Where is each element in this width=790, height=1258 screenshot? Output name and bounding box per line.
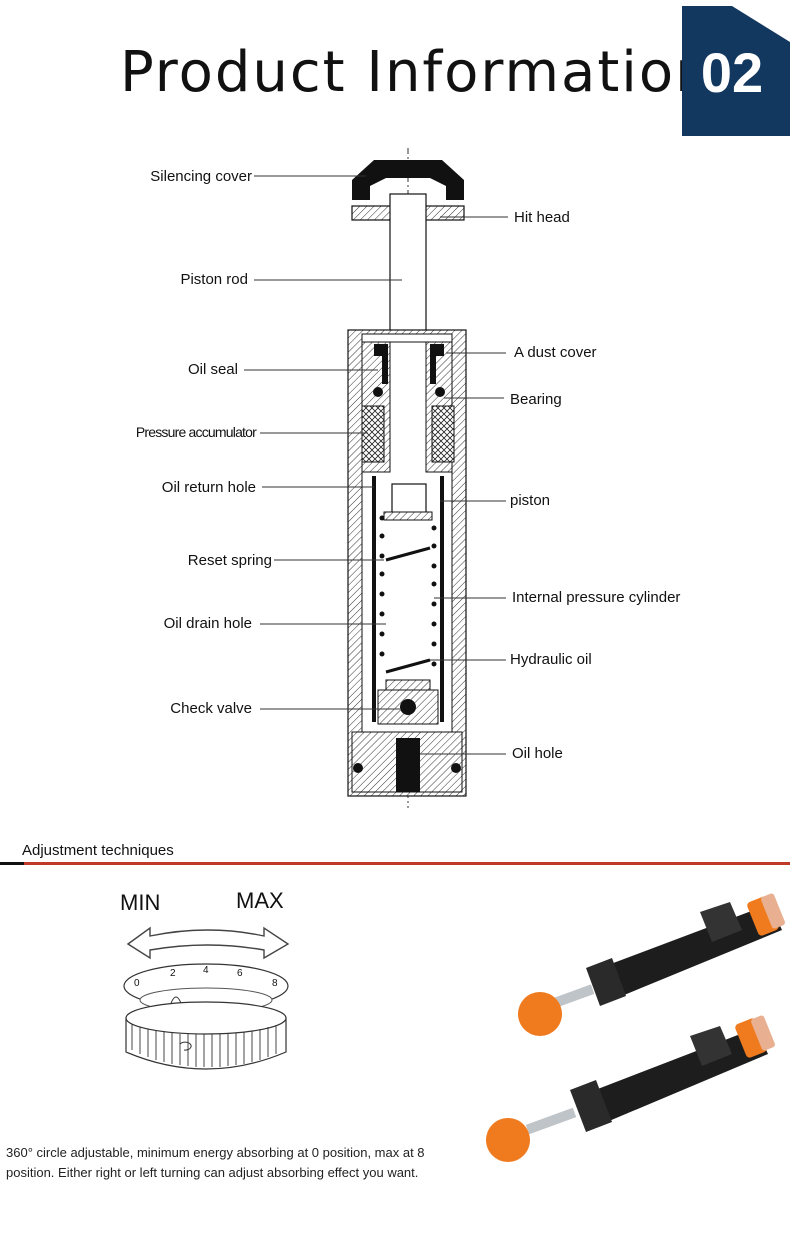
adjustment-description: 360° circle adjustable, minimum energy a… <box>6 1145 425 1180</box>
shock-absorber-top <box>518 893 785 1036</box>
label-oil-hole: Oil hole <box>512 745 563 762</box>
dial-tick: 4 <box>203 965 209 976</box>
rotation-arrow <box>126 926 290 960</box>
oil-hole <box>396 738 420 792</box>
section-badge <box>682 6 790 136</box>
dial-tick: 8 <box>272 978 278 989</box>
label-check-valve: Check valve <box>170 700 252 717</box>
label-piston: piston <box>510 492 551 509</box>
bearing <box>373 387 383 397</box>
section-divider-accent <box>0 862 24 865</box>
reset-spring <box>385 546 431 562</box>
page-title: Product Information <box>120 40 713 105</box>
dial-tick: 6 <box>237 968 243 979</box>
dial-tick: 0 <box>134 978 140 989</box>
label-silencing-cover: Silencing cover <box>150 168 252 185</box>
check-valve <box>400 699 416 715</box>
label-oil-seal: Oil seal <box>187 361 238 378</box>
shock-absorber-bottom <box>486 1015 775 1162</box>
label-oil-drain-hole: Oil drain hole <box>163 615 252 632</box>
oil-seal <box>374 344 388 384</box>
label-pressure-accumulator: Pressure accumulator <box>135 424 257 440</box>
label-bearing: Bearing <box>510 391 562 408</box>
shock-absorber-diagram <box>244 148 508 808</box>
label-oil-return-hole: Oil return hole <box>161 479 256 496</box>
section-number: 02 <box>700 41 764 104</box>
label-reset-spring: Reset spring <box>187 552 272 569</box>
label-internal-pressure-cylinder: Internal pressure cylinder <box>512 589 681 606</box>
section-title-adjustment: Adjustment techniques <box>22 842 174 859</box>
label-piston-rod: Piston rod <box>180 271 248 288</box>
label-max: MAX <box>236 888 284 913</box>
silencing-cover <box>352 160 464 200</box>
label-min: MIN <box>120 890 161 915</box>
label-hit-head: Hit head <box>514 209 570 226</box>
section-divider <box>0 862 790 865</box>
pressure-accumulator <box>361 405 385 463</box>
label-dust-cover: A dust cover <box>514 344 597 361</box>
label-hydraulic-oil: Hydraulic oil <box>510 651 592 668</box>
rotate-arrow-small-icon <box>179 1041 192 1051</box>
dial-tick: 2 <box>170 968 176 979</box>
